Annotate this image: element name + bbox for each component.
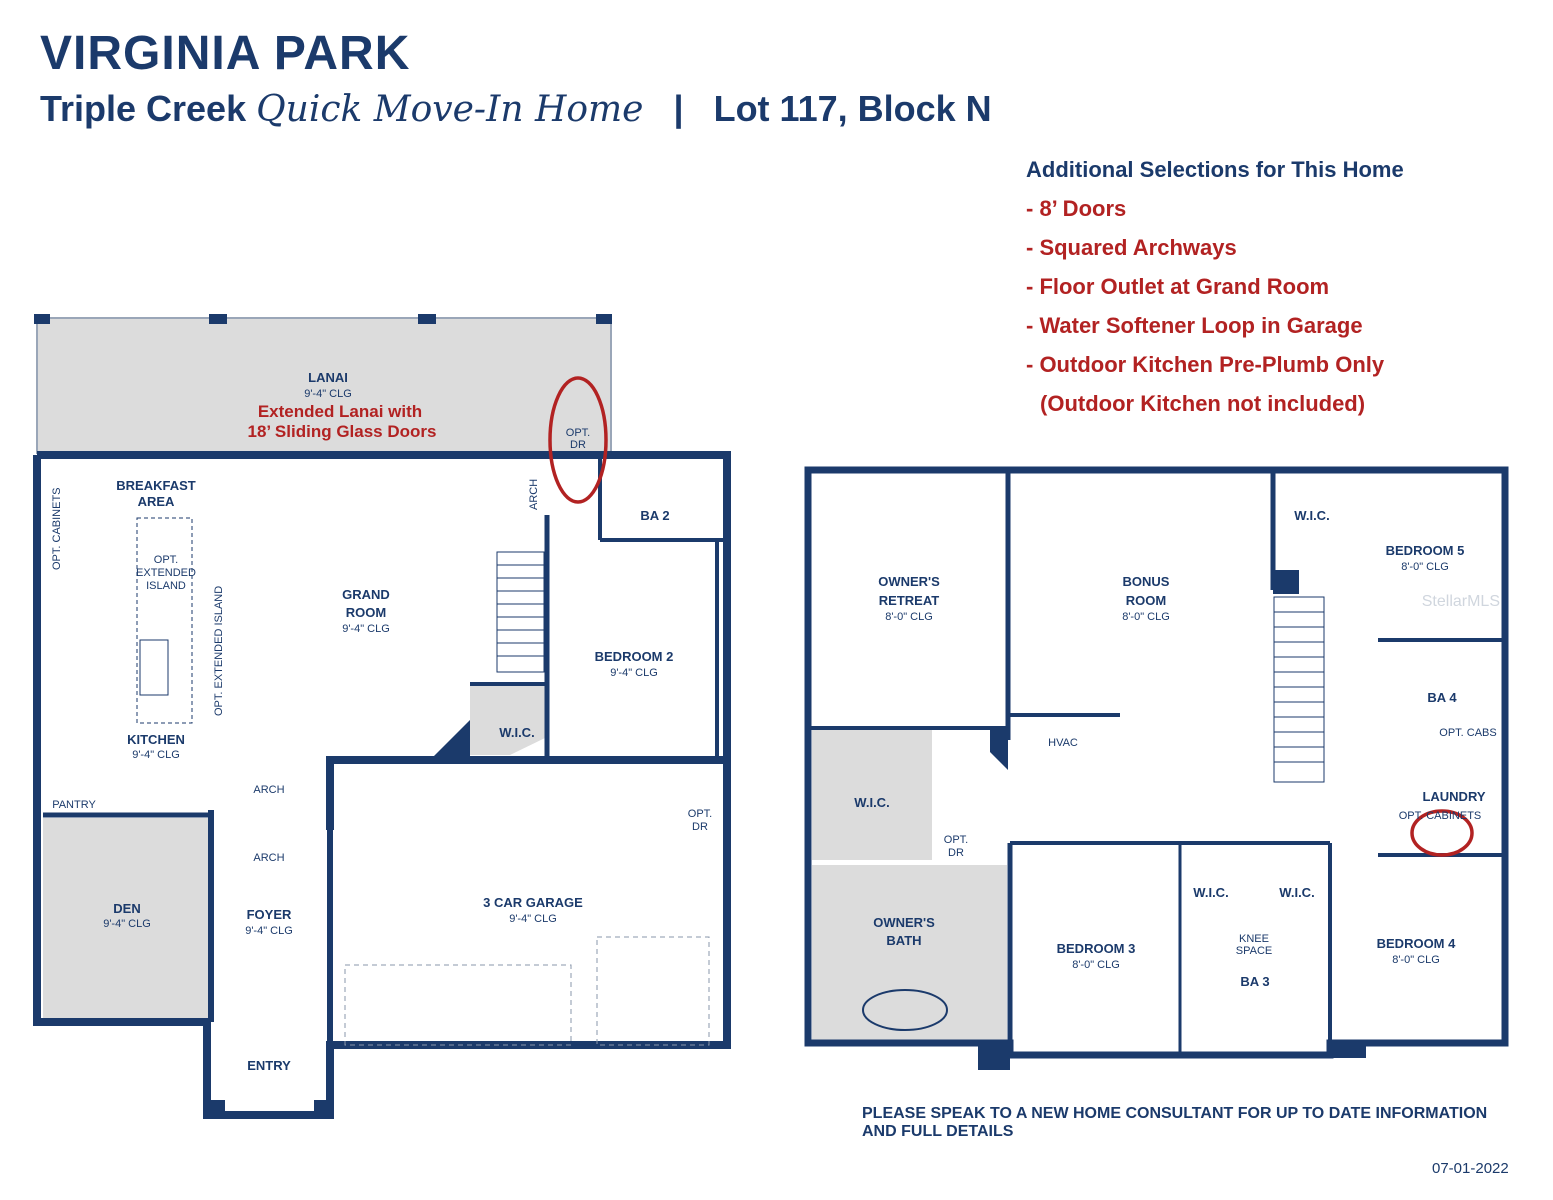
page-subtitle: Triple Creek Quick Move-In Home | Lot 11… [40, 88, 992, 130]
room-label: PANTRY [52, 799, 96, 811]
room-label: OWNER'S [878, 574, 940, 589]
room-label: ROOM [1126, 593, 1166, 608]
room-label: W.I.C. [1279, 885, 1314, 900]
room-label: W.I.C. [499, 725, 534, 740]
room-label: 3 CAR GARAGE [483, 895, 583, 910]
selection-item: - Outdoor Kitchen Pre-Plumb Only [1026, 352, 1385, 377]
opt-island-label: OPT. [154, 554, 178, 566]
ceiling-label: 8'-0" CLG [1401, 561, 1449, 573]
owner-bath-area [812, 865, 1007, 1043]
room-label: W.I.C. [854, 795, 889, 810]
room-label: BREAKFAST [116, 478, 196, 493]
stairs [1273, 596, 1325, 783]
room-label: BATH [886, 933, 921, 948]
room-label: BONUS [1123, 574, 1170, 589]
opt-door-label: OPT. [688, 808, 712, 820]
ceiling-label: 9'-4" CLG [610, 667, 658, 679]
room-label: LANAI [308, 370, 348, 385]
highlight-circle [548, 376, 608, 504]
ceiling-label: 8'-0" CLG [1072, 959, 1120, 971]
knee-space-label: KNEE [1239, 933, 1269, 945]
ceiling-label: 9'-4" CLG [245, 925, 293, 937]
opt-island-label: ISLAND [146, 580, 186, 592]
room-label: ENTRY [247, 1058, 291, 1073]
selection-item: - 8’ Doors [1026, 196, 1127, 221]
room-label: BEDROOM 3 [1057, 941, 1136, 956]
room-label: W.I.C. [1294, 508, 1329, 523]
room-label: LAUNDRY [1422, 789, 1485, 804]
selection-item: (Outdoor Kitchen not included) [1040, 391, 1366, 416]
selection-item: - Squared Archways [1026, 235, 1237, 260]
room-label: BEDROOM 4 [1377, 936, 1457, 951]
opt-island-label: EXTENDED [136, 567, 196, 579]
watermark: StellarMLS [1422, 593, 1500, 610]
arch-label: ARCH [253, 852, 284, 864]
second-floor-plan [804, 466, 1509, 1070]
ceiling-label: 9'-4" CLG [132, 749, 180, 761]
arch-label: ARCH [528, 479, 540, 510]
opt-door-label: OPT. [944, 834, 968, 846]
ceiling-label: 9'-4" CLG [509, 913, 557, 925]
ceiling-label: 8'-0" CLG [885, 611, 933, 623]
opt-door-label: DR [692, 821, 708, 833]
selection-item: - Floor Outlet at Grand Room [1026, 274, 1330, 299]
model-name: Triple Creek [40, 88, 247, 129]
separator: | [673, 88, 684, 129]
room-label: BA 3 [1240, 974, 1269, 989]
room-label: FOYER [247, 907, 292, 922]
date-stamp: 07-01-2022 [1432, 1160, 1509, 1177]
ceiling-label: 8'-0" CLG [1392, 954, 1440, 966]
ceiling-label: 8'-0" CLG [1122, 611, 1170, 623]
room-label: BEDROOM 5 [1386, 543, 1465, 558]
highlight-circle [1410, 809, 1474, 857]
opt-cabinets-label: OPT. CABINETS [1399, 810, 1482, 822]
page-title: VIRGINIA PARK [40, 27, 411, 80]
room-label: RETREAT [879, 593, 939, 608]
opt-door-label: DR [948, 847, 964, 859]
lanai-note: 18’ Sliding Glass Doors [248, 422, 437, 441]
den-area [43, 818, 211, 1018]
ceiling-label: 9'-4" CLG [342, 623, 390, 635]
lot-info: Lot 117, Block N [713, 88, 992, 129]
room-label: KITCHEN [127, 732, 185, 747]
consultant-note: PLEASE SPEAK TO A NEW HOME CONSULTANT FO… [862, 1105, 1488, 1140]
room-label: DEN [113, 901, 140, 916]
opt-island-label-vertical: OPT. EXTENDED ISLAND [213, 586, 225, 716]
room-label: BEDROOM 2 [595, 649, 674, 664]
room-label: BA 4 [1427, 690, 1457, 705]
lanai-note: Extended Lanai with [258, 402, 422, 421]
knee-space-label: SPACE [1236, 945, 1272, 957]
room-label: BA 2 [640, 508, 669, 523]
arch-label: ARCH [253, 784, 284, 796]
quick-move-in-tagline: Quick Move-In Home [256, 89, 644, 130]
room-label: OWNER'S [873, 915, 935, 930]
room-label: ROOM [346, 605, 386, 620]
room-label: AREA [138, 494, 175, 509]
opt-cabinets-label: OPT. CABINETS [51, 487, 63, 570]
opt-cabs-label: OPT. CABS [1439, 727, 1496, 739]
lanai-area [36, 317, 612, 454]
opt-door-label: DR [570, 439, 586, 451]
ceiling-label: 9'-4" CLG [304, 388, 352, 400]
first-floor-plan [33, 314, 731, 1119]
selection-item: - Water Softener Loop in Garage [1026, 313, 1363, 338]
room-label: HVAC [1048, 737, 1078, 749]
ceiling-label: 9'-4" CLG [103, 918, 151, 930]
opt-door-label: OPT. [566, 427, 590, 439]
stairs [496, 551, 545, 673]
owner-wic-area [812, 730, 932, 860]
room-label: GRAND [342, 587, 390, 602]
additional-selections: Additional Selections for This Home - 8’… [1026, 150, 1404, 423]
selections-heading: Additional Selections for This Home [1026, 157, 1404, 182]
room-label: W.I.C. [1193, 885, 1228, 900]
wic-area [470, 684, 545, 755]
